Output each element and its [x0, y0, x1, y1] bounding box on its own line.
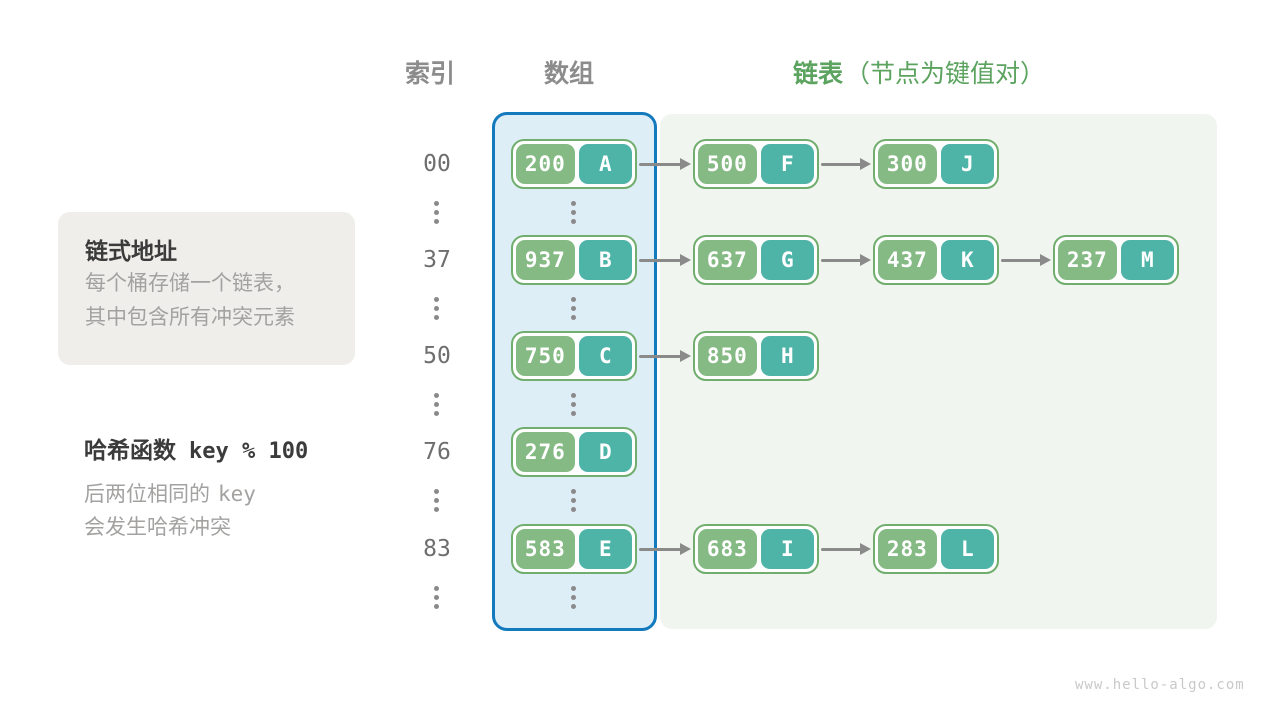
ellipsis-icon [434, 297, 439, 320]
kv-value: A [578, 144, 632, 184]
next-pointer-arrow-icon [639, 543, 691, 555]
next-pointer-arrow-icon [639, 350, 691, 362]
kv-value: I [760, 529, 814, 569]
ellipsis-icon [571, 586, 576, 609]
hash-function-code: key % 100 [189, 439, 309, 464]
ellipsis-icon [571, 201, 576, 224]
next-pointer-arrow-icon [1001, 254, 1051, 266]
column-header-index: 索引 [405, 59, 456, 88]
kv-value: M [1120, 240, 1174, 280]
kv-key: 500 [698, 144, 757, 184]
kv-key: 937 [516, 240, 575, 280]
linked-list-label: 链表 [793, 59, 844, 88]
note-title: 链式地址 [85, 239, 177, 265]
hash-function-note: 哈希函数 key % 100 后两位相同的 key 会发生哈希冲突 [84, 431, 384, 544]
kv-value: E [578, 529, 632, 569]
kv-value: G [760, 240, 814, 280]
next-pointer-arrow-icon [821, 158, 871, 170]
hash-function-title: 哈希函数 key % 100 [84, 431, 384, 465]
kv-value: H [760, 336, 814, 376]
hash-note-line: 后两位相同的 key [84, 478, 384, 511]
ellipsis-icon [434, 586, 439, 609]
watermark: www.hello-algo.com [1075, 677, 1245, 693]
next-pointer-arrow-icon [639, 254, 691, 266]
kv-value: K [940, 240, 994, 280]
kv-key: 300 [878, 144, 937, 184]
index-label: 00 [423, 151, 451, 177]
kv-key: 276 [516, 432, 575, 472]
kv-key: 237 [1058, 240, 1117, 280]
linked-list-note: （节点为键值对） [845, 59, 1046, 88]
column-header-linked-list: 链表（节点为键值对） [793, 54, 1045, 90]
note-line: 其中包含所有冲突元素 [85, 305, 295, 329]
ellipsis-icon [571, 393, 576, 416]
kv-key: 283 [878, 529, 937, 569]
note-line: 每个桶存储一个链表， [85, 271, 295, 295]
hash-note-line1-text: 后两位相同的 [84, 482, 210, 506]
index-label: 76 [423, 439, 451, 465]
ellipsis-icon [434, 393, 439, 416]
kv-value: D [578, 432, 632, 472]
column-header-array: 数组 [544, 59, 595, 88]
ellipsis-icon [434, 489, 439, 512]
next-pointer-arrow-icon [821, 543, 871, 555]
kv-key: 750 [516, 336, 575, 376]
kv-key: 437 [878, 240, 937, 280]
next-pointer-arrow-icon [639, 158, 691, 170]
kv-value: L [940, 529, 994, 569]
ellipsis-icon [571, 489, 576, 512]
kv-key: 200 [516, 144, 575, 184]
next-pointer-arrow-icon [821, 254, 871, 266]
kv-value: J [940, 144, 994, 184]
kv-key: 583 [516, 529, 575, 569]
ellipsis-icon [434, 201, 439, 224]
ellipsis-icon [571, 297, 576, 320]
index-label: 83 [423, 536, 451, 562]
kv-value: B [578, 240, 632, 280]
kv-value: F [760, 144, 814, 184]
index-label: 37 [423, 247, 451, 273]
kv-value: C [578, 336, 632, 376]
hash-function-label: 哈希函数 [84, 438, 176, 464]
hash-note-line1-code: key [218, 482, 256, 506]
kv-key: 850 [698, 336, 757, 376]
hash-note-line: 会发生哈希冲突 [84, 515, 231, 539]
kv-key: 683 [698, 529, 757, 569]
chaining-note-box: 链式地址 每个桶存储一个链表， 其中包含所有冲突元素 [58, 212, 355, 365]
index-label: 50 [423, 343, 451, 369]
kv-key: 637 [698, 240, 757, 280]
